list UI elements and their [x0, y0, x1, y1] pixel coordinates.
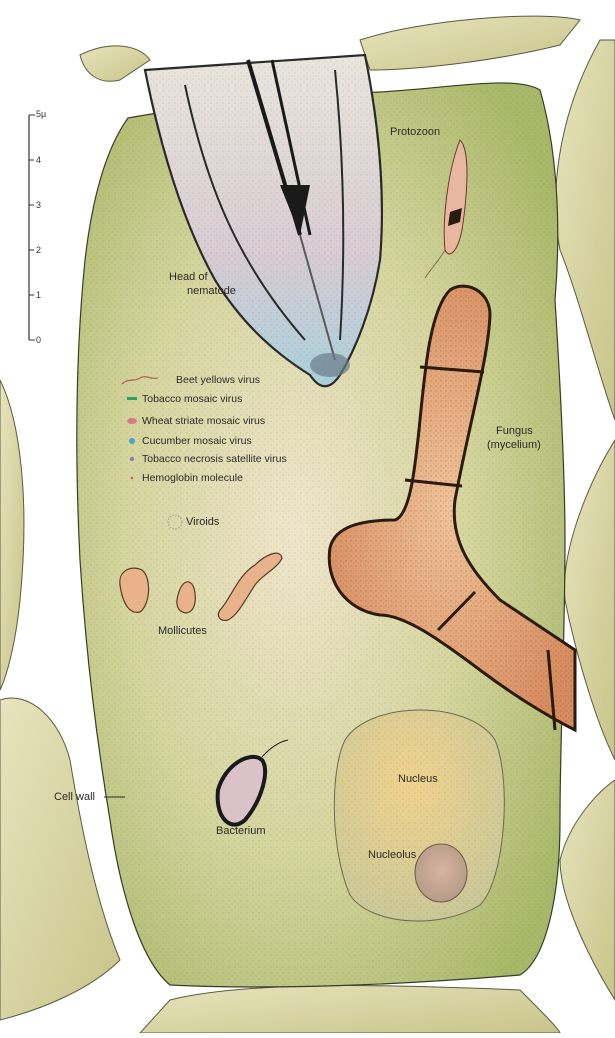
legend-item: Hemoglobin molecule — [142, 471, 243, 485]
tobacco-mosaic-virus-icon — [127, 397, 137, 400]
scale-tick-label: 2 — [36, 245, 41, 255]
bacterium-label: Bacterium — [216, 825, 266, 838]
legend-item: Beet yellows virus — [176, 373, 260, 387]
scale-unit-label: 5µ — [36, 109, 46, 119]
legend-label: Tobacco mosaic virus — [142, 393, 242, 405]
cucumber-mosaic-virus-icon — [129, 438, 135, 444]
nematode-label-line2: nematode — [187, 285, 236, 298]
legend-item: Cucumber mosaic virus — [142, 434, 252, 448]
nucleolus — [415, 844, 467, 902]
scale-bar — [29, 115, 35, 340]
nematode-label-line1: Head of — [169, 271, 208, 284]
scale-tick-label: 0 — [36, 335, 41, 345]
protozoon-label: Protozoon — [390, 126, 440, 139]
legend-label: Beet yellows virus — [176, 374, 260, 386]
legend-item: Wheat striate mosaic virus — [142, 414, 265, 428]
fungus-label-line1: Fungus — [496, 425, 533, 438]
tobacco-necrosis-satellite-virus-icon — [130, 457, 134, 461]
wheat-striate-mosaic-virus-icon — [127, 418, 137, 424]
nucleolus-label: Nucleolus — [368, 849, 416, 862]
mollicutes-label: Mollicutes — [158, 625, 207, 638]
legend-label: Cucumber mosaic virus — [142, 435, 252, 447]
legend-label: Wheat striate mosaic virus — [142, 415, 265, 427]
hemoglobin-molecule-icon — [131, 477, 133, 479]
fungus-label-line2: (mycelium) — [487, 439, 541, 452]
nucleus — [334, 710, 504, 921]
legend-label: Hemoglobin molecule — [142, 472, 243, 484]
legend-item: Tobacco mosaic virus — [142, 392, 242, 406]
viroids-label: Viroids — [186, 516, 219, 529]
scale-tick-label: 1 — [36, 290, 41, 300]
scale-tick-label: 4 — [36, 155, 41, 165]
cell-wall-label: Cell wall — [54, 791, 95, 804]
legend-label: Tobacco necrosis satellite virus — [142, 453, 287, 465]
legend-item: Tobacco necrosis satellite virus — [142, 452, 287, 466]
scale-tick-label: 3 — [36, 200, 41, 210]
nucleus-label: Nucleus — [398, 773, 438, 786]
